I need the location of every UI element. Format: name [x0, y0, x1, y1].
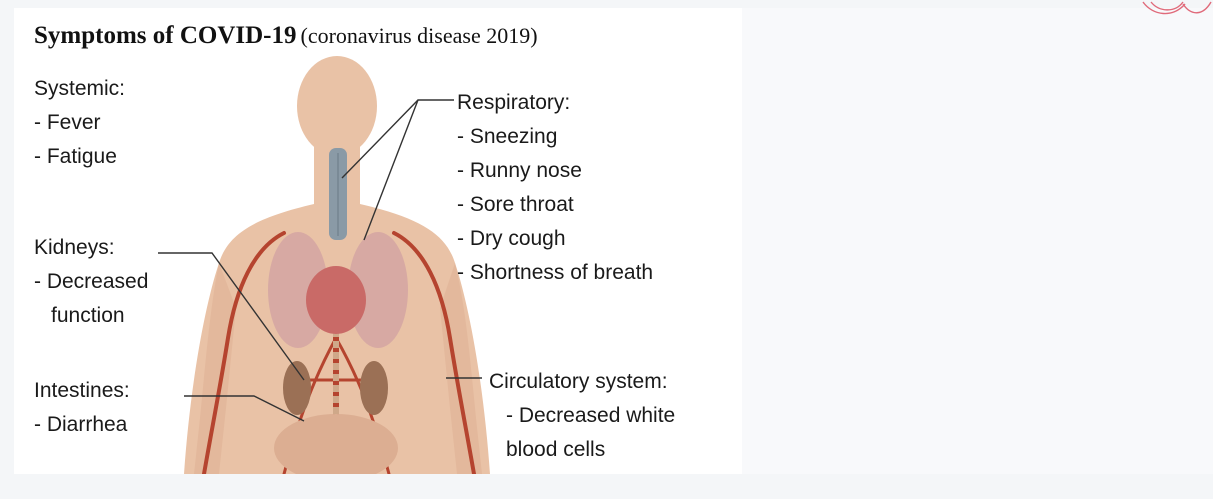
- right-kidney: [360, 361, 388, 415]
- decorative-swirl-icon: [1083, 0, 1213, 22]
- respiratory-group: Respiratory: - Sneezing - Runny nose - S…: [457, 86, 653, 290]
- systemic-item: - Fatigue: [34, 140, 125, 174]
- intestines-heading: Intestines:: [34, 374, 130, 408]
- circulatory-item: - Decreased white: [489, 399, 675, 433]
- kidneys-heading: Kidneys:: [34, 231, 148, 265]
- head-shape: [297, 56, 377, 156]
- heart: [306, 266, 366, 334]
- kidneys-item: function: [34, 299, 148, 333]
- respiratory-item: - Dry cough: [457, 222, 653, 256]
- circulatory-item: blood cells: [489, 433, 675, 467]
- kidneys-group: Kidneys: - Decreased function: [34, 231, 148, 333]
- covid-symptoms-figure: Symptoms of COVID-19 (coronavirus diseas…: [14, 8, 742, 474]
- systemic-heading: Systemic:: [34, 72, 125, 106]
- respiratory-item: - Sore throat: [457, 188, 653, 222]
- title-main: Symptoms of COVID-19: [34, 22, 297, 49]
- intestines-item: - Diarrhea: [34, 408, 130, 442]
- kidneys-item: - Decreased: [34, 265, 148, 299]
- respiratory-item: - Sneezing: [457, 120, 653, 154]
- respiratory-item: - Runny nose: [457, 154, 653, 188]
- circulatory-heading: Circulatory system:: [489, 365, 675, 399]
- right-blank-panel: [742, 8, 1213, 474]
- figure-title: Symptoms of COVID-19 (coronavirus diseas…: [34, 22, 538, 50]
- intestines-group: Intestines: - Diarrhea: [34, 374, 130, 442]
- systemic-item: - Fever: [34, 106, 125, 140]
- systemic-group: Systemic: - Fever - Fatigue: [34, 72, 125, 174]
- left-kidney: [283, 361, 311, 415]
- title-subtitle: (coronavirus disease 2019): [301, 23, 538, 48]
- circulatory-group: Circulatory system: - Decreased white bl…: [489, 365, 675, 467]
- respiratory-item: - Shortness of breath: [457, 256, 653, 290]
- respiratory-heading: Respiratory:: [457, 86, 653, 120]
